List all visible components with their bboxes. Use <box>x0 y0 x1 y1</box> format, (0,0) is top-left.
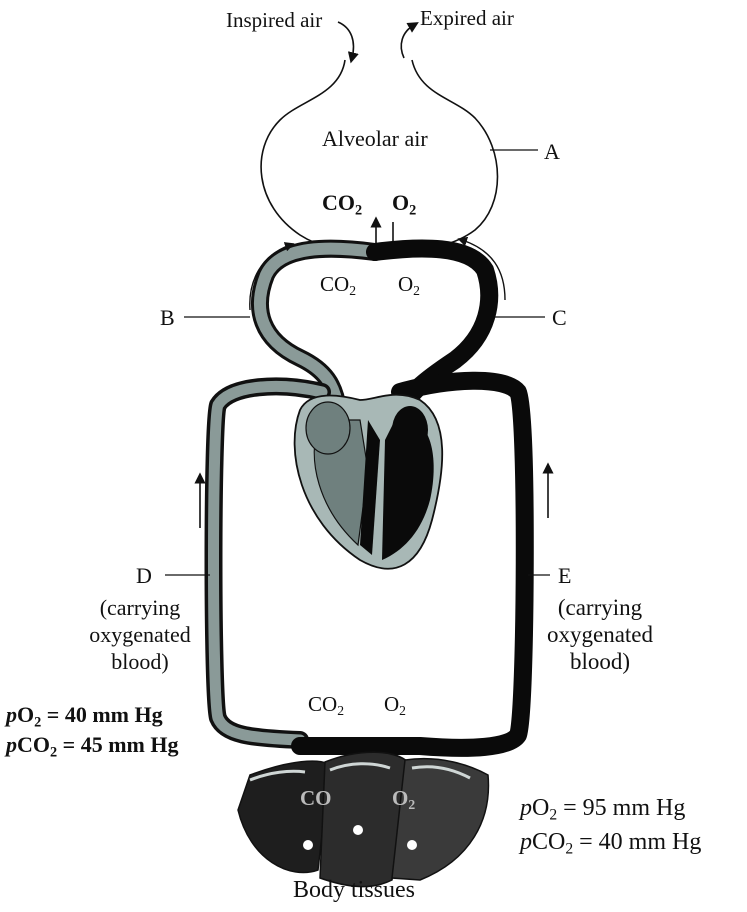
o2-tissue-exchange-label: O2 <box>384 694 406 718</box>
expired-air-arrow <box>401 25 414 58</box>
co2-capillary-label: CO2 <box>320 274 356 298</box>
o2-capillary-label: O2 <box>398 274 420 298</box>
vessel-e-description: (carrying oxygenated blood) <box>530 594 670 675</box>
vessel-e-line-3: blood) <box>530 648 670 675</box>
o2-alveolus-label: O2 <box>392 192 416 218</box>
right-pco2-value: pCO2 = 40 mm Hg <box>520 830 701 857</box>
inspired-air-label: Inspired air <box>226 10 322 31</box>
left-po2-value: pO2 = 40 mm Hg <box>6 704 163 730</box>
vessel-d-line-3: blood) <box>70 648 210 675</box>
label-d: D <box>136 565 152 587</box>
label-e: E <box>558 565 571 587</box>
alveolar-air-label: Alveolar air <box>322 128 428 150</box>
heart <box>295 395 443 569</box>
label-a: A <box>544 141 560 163</box>
vessel-e-line-1: (carrying <box>530 594 670 621</box>
body-tissues <box>238 752 488 886</box>
body-tissues-label: Body tissues <box>293 878 415 902</box>
vessel-e-line-2: oxygenated <box>530 621 670 648</box>
o2-tissue-partial: O2 <box>392 788 415 812</box>
left-pco2-value: pCO2 = 45 mm Hg <box>6 734 178 760</box>
right-po2-value: pO2 = 95 mm Hg <box>520 796 685 823</box>
expired-air-label: Expired air <box>420 8 514 29</box>
alveolus-outline <box>261 60 497 250</box>
label-c: C <box>552 307 567 329</box>
co2-tissue-exchange-label: CO2 <box>308 694 344 718</box>
label-b: B <box>160 307 175 329</box>
co2-alveolus-label: CO2 <box>322 192 362 218</box>
inspired-air-arrow <box>338 22 353 58</box>
vessel-d-description: (carrying oxygenated blood) <box>70 594 210 675</box>
vessel-d-line-2: oxygenated <box>70 621 210 648</box>
vessel-d-line-1: (carrying <box>70 594 210 621</box>
co2-tissue-partial: CO <box>300 788 332 809</box>
